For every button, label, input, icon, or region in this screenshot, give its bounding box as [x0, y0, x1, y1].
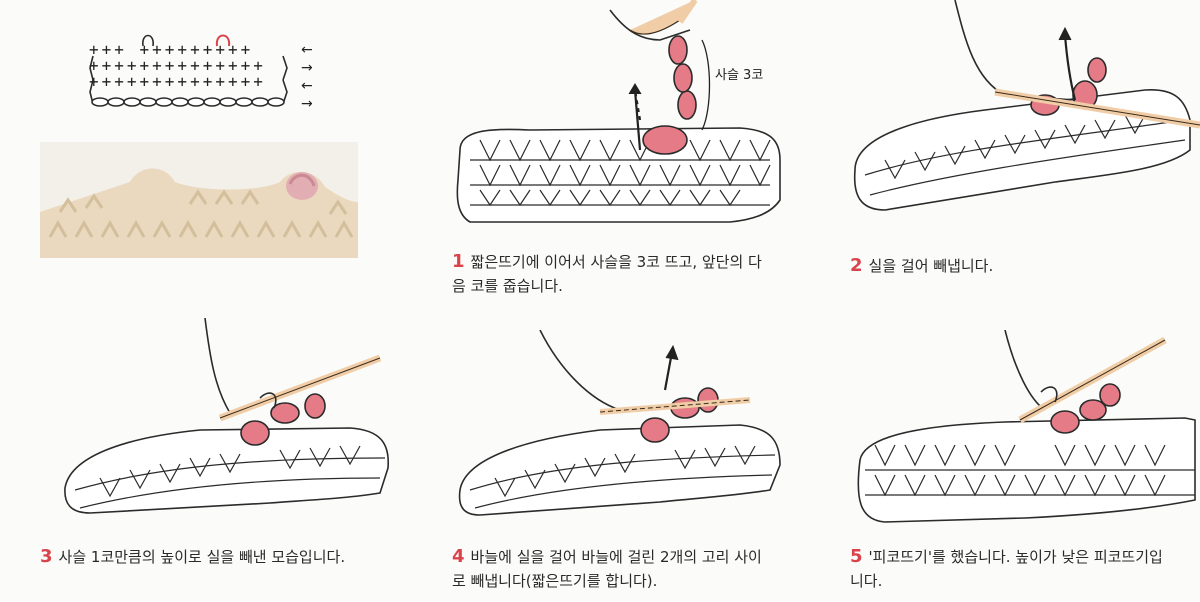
step-3-illustration [60, 317, 400, 528]
step-2-graphic [853, 0, 1200, 211]
step-2-illustration [845, 0, 1200, 230]
chart-row-3: ++++++++++++++ [89, 72, 266, 91]
direction-arrow-icon: ← [301, 42, 313, 58]
step-5-number: 5 [850, 546, 863, 567]
step-4-text: 바늘에 실을 걸어 바늘에 걸린 2개의 고리 사이 로 빼냅니다(짧은뜨기를 … [452, 548, 762, 590]
direction-arrow-icon: → [301, 96, 313, 112]
step-3-number: 3 [40, 546, 53, 567]
finished-sample-photo [40, 142, 358, 258]
chart-row-2: ++++++++++++++ [89, 56, 266, 75]
step-1-illustration: 사슬 3코 [450, 0, 790, 235]
step-4-number: 4 [452, 546, 465, 567]
step-5-graphic [857, 329, 1196, 523]
direction-arrow-icon: → [301, 60, 313, 76]
step-4-graphic [458, 329, 781, 516]
chain-stitches [668, 35, 697, 120]
step-1-text: 짧은뜨기에 이어서 사슬을 3코 뜨고, 앞단의 다 음 코를 줍습니다. [452, 253, 762, 295]
step-5-caption: 5'피코뜨기'를 했습니다. 높이가 낮은 피코뜨기입 니다. [850, 545, 1200, 593]
step-2-text: 실을 걸어 빼냅니다. [868, 257, 994, 275]
symbol-chart-graphic [89, 34, 288, 107]
step-3-caption: 3 사슬 1코만큼의 높이로 실을 빼낸 모습입니다. [40, 545, 420, 569]
direction-arrow-icon: ← [301, 78, 313, 94]
step-5-illustration [845, 329, 1200, 530]
step-2-caption: 2 실을 걸어 빼냅니다. [850, 254, 1190, 278]
step-2-number: 2 [850, 255, 863, 276]
chain-3-label: 사슬 3코 [715, 68, 764, 83]
chain-row [91, 97, 285, 107]
step-1-number: 1 [452, 251, 465, 272]
step-3-text: 사슬 1코만큼의 높이로 실을 빼낸 모습입니다. [58, 548, 346, 566]
step-5-text: '피코뜨기'를 했습니다. 높이가 낮은 피코뜨기입 니다. [850, 548, 1163, 590]
step-4-illustration [450, 329, 790, 530]
chain-stitches [240, 393, 326, 446]
step-3-graphic [64, 317, 390, 514]
sample-photo-graphic [40, 142, 358, 258]
chain-stitches [1050, 383, 1121, 434]
symbol-chart: +++ +++++++++ ++++++++++++++ +++++++++++… [85, 28, 335, 118]
chart-row-1: +++ +++++++++ [89, 40, 254, 59]
step-1-graphic [456, 0, 781, 223]
